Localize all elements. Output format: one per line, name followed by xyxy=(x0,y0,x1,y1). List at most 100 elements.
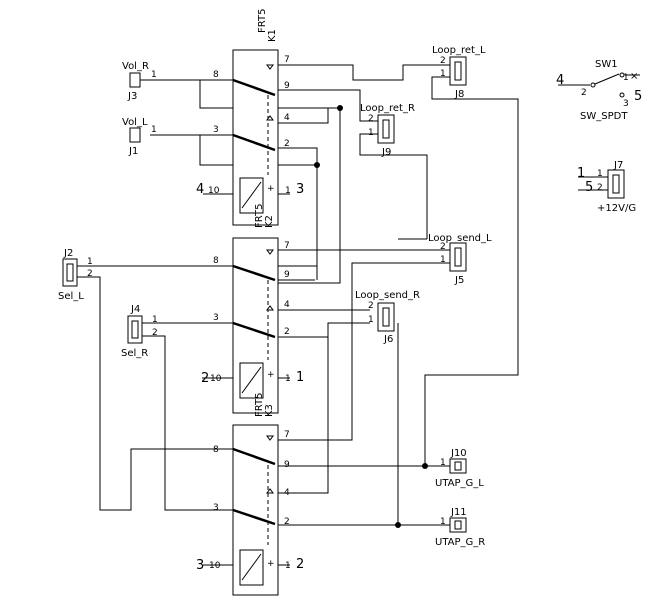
connector-j9[interactable]: Loop_ret_R J9 2 1 xyxy=(360,103,415,158)
connector-j9-pin1: 1 xyxy=(368,128,374,138)
relay-k3-pin2: 2 xyxy=(284,517,290,527)
connector-j8[interactable]: Loop_ret_L J8 2 1 xyxy=(432,45,486,100)
coil-k3-right-net: 2 xyxy=(296,557,304,572)
connector-j9-ref: J9 xyxy=(381,147,391,158)
switch-sw1-value: SW_SPDT xyxy=(580,111,628,122)
relay-k1-pin7: 7 xyxy=(284,55,290,65)
coil-k2-right-net: 1 xyxy=(296,370,304,385)
switch-sw1-pin1: 1 xyxy=(623,73,629,83)
connector-j3-value: Vol_R xyxy=(122,61,149,72)
connector-j2-ref: J2 xyxy=(63,248,73,259)
connector-j10-pin1: 1 xyxy=(440,458,446,468)
relay-k3-pin8: 8 xyxy=(213,445,219,455)
connector-j7[interactable]: J7 +12V/G 1 2 1 5 xyxy=(577,160,636,214)
connector-j5[interactable]: Loop_send_L J5 2 1 xyxy=(428,233,492,286)
switch-sw1-net-in: 4 xyxy=(556,73,564,88)
junctions xyxy=(314,105,428,528)
connector-j2-pin2: 2 xyxy=(87,269,93,279)
connector-j1-value: Vol_L xyxy=(122,117,148,128)
connector-j4-ref: J4 xyxy=(130,304,140,315)
coil-k2-right-pin: 1 xyxy=(285,374,291,384)
coil-k2-left-net: 2 xyxy=(201,371,209,386)
connector-j10-ref: J10 xyxy=(450,448,467,459)
connector-j6[interactable]: Loop_send_R J6 2 1 xyxy=(355,290,420,345)
coil-k3-right-pin: 1 xyxy=(285,561,291,571)
coil-k3-left-net: 3 xyxy=(196,558,204,573)
connector-j10-value: UTAP_G_L xyxy=(435,478,484,489)
coil-k2-left-pin: 10 xyxy=(210,374,222,384)
connector-j3-ref: J3 xyxy=(127,91,137,102)
connector-j4-value: Sel_R xyxy=(121,348,148,359)
coil-k3-left-pin: 10 xyxy=(209,561,221,571)
connector-j5-ref: J5 xyxy=(454,275,464,286)
connector-j7-net2: 5 xyxy=(585,180,593,195)
relay-k3-pin3: 3 xyxy=(213,503,219,513)
relay-k1[interactable]: + 7 8 9 4 3 2 10 4 1 3 FRT5 K1 xyxy=(196,9,304,226)
junction-dot xyxy=(422,463,428,469)
switch-sw1-pin2: 2 xyxy=(581,88,587,98)
relay-k3-plus: + xyxy=(267,559,275,569)
connector-j7-net1: 1 xyxy=(577,166,585,181)
switch-sw1-ref: SW1 xyxy=(595,59,618,70)
connector-j3-pin1: 1 xyxy=(151,70,157,80)
connector-j8-value: Loop_ret_L xyxy=(432,45,486,56)
switch-sw1-pin3: 3 xyxy=(623,99,629,109)
coil-k1-left-net: 4 xyxy=(196,182,204,197)
connector-j2-value: Sel_L xyxy=(58,291,84,302)
coil-k1-left-pin: 10 xyxy=(208,186,220,196)
relay-k1-pin2: 2 xyxy=(284,139,290,149)
connector-j2-pin1: 1 xyxy=(87,257,93,267)
connector-j3[interactable]: Vol_R J3 1 xyxy=(122,61,157,102)
connector-j10[interactable]: J10 UTAP_G_L 1 xyxy=(435,448,484,489)
relay-k1-value: FRT5 xyxy=(257,9,268,33)
relay-k1-ref: K1 xyxy=(267,29,278,42)
coil-k1-right-pin: 1 xyxy=(285,186,291,196)
relay-k2[interactable]: + 7 8 9 4 3 2 10 2 1 1 FRT5 K2 xyxy=(201,204,304,414)
connector-j11-value: UTAP_G_R xyxy=(435,537,485,548)
relay-k2-pin7: 7 xyxy=(284,241,290,251)
coil-k1-right-net: 3 xyxy=(296,182,304,197)
relay-k2-value: FRT5 xyxy=(254,204,265,228)
connector-j6-value: Loop_send_R xyxy=(355,290,420,301)
relay-k2-pin4: 4 xyxy=(284,300,290,310)
junction-dot xyxy=(314,162,320,168)
connector-j6-pin2: 2 xyxy=(368,301,374,311)
connector-j7-pin1: 1 xyxy=(597,169,603,179)
connector-j11-ref: J11 xyxy=(450,507,467,518)
relay-k3-ref: K3 xyxy=(264,404,275,417)
relay-k3-pin9: 9 xyxy=(284,460,290,470)
connector-j9-value: Loop_ret_R xyxy=(360,103,415,114)
switch-sw1-net-out: 5 xyxy=(634,89,642,104)
connector-j7-pin2: 2 xyxy=(597,183,603,193)
connector-j11-pin1: 1 xyxy=(440,517,446,527)
connector-j7-value: +12V/G xyxy=(597,203,636,214)
relay-k1-pin3: 3 xyxy=(213,125,219,135)
connector-j8-pin2: 2 xyxy=(440,56,446,66)
relay-k2-pin9: 9 xyxy=(284,270,290,280)
relay-k3-pin7: 7 xyxy=(284,430,290,440)
connector-j4-pin2: 2 xyxy=(152,328,158,338)
relay-k2-pin3: 3 xyxy=(213,313,219,323)
connector-j6-ref: J6 xyxy=(383,334,393,345)
connector-j5-pin1: 1 xyxy=(440,255,446,265)
relay-k2-pin2: 2 xyxy=(284,327,290,337)
wires xyxy=(92,64,640,566)
relay-k1-pin9: 9 xyxy=(284,81,290,91)
connector-j11[interactable]: J11 UTAP_G_R 1 xyxy=(435,507,485,548)
connector-j8-ref: J8 xyxy=(454,89,464,100)
connector-j4-pin1: 1 xyxy=(152,315,158,325)
relay-k1-pin8: 8 xyxy=(213,70,219,80)
connector-j1-ref: J1 xyxy=(128,146,138,157)
connector-j4[interactable]: J4 Sel_R 1 2 xyxy=(121,304,158,359)
connector-j1[interactable]: Vol_L J1 1 xyxy=(122,117,157,157)
connector-j2[interactable]: J2 Sel_L 1 2 xyxy=(58,248,93,302)
junction-dot xyxy=(395,522,401,528)
switch-sw1[interactable]: SW1 SW_SPDT 2 1 3 4 5 × xyxy=(556,59,642,122)
connector-j8-pin1: 1 xyxy=(440,69,446,79)
no-connect-mark: × xyxy=(630,71,638,82)
relay-k3[interactable]: + 7 8 9 4 3 2 10 3 1 2 FRT5 K3 xyxy=(196,393,304,596)
connector-j6-pin1: 1 xyxy=(368,315,374,325)
relay-k2-plus: + xyxy=(267,370,275,380)
connector-j5-pin2: 2 xyxy=(440,242,446,252)
